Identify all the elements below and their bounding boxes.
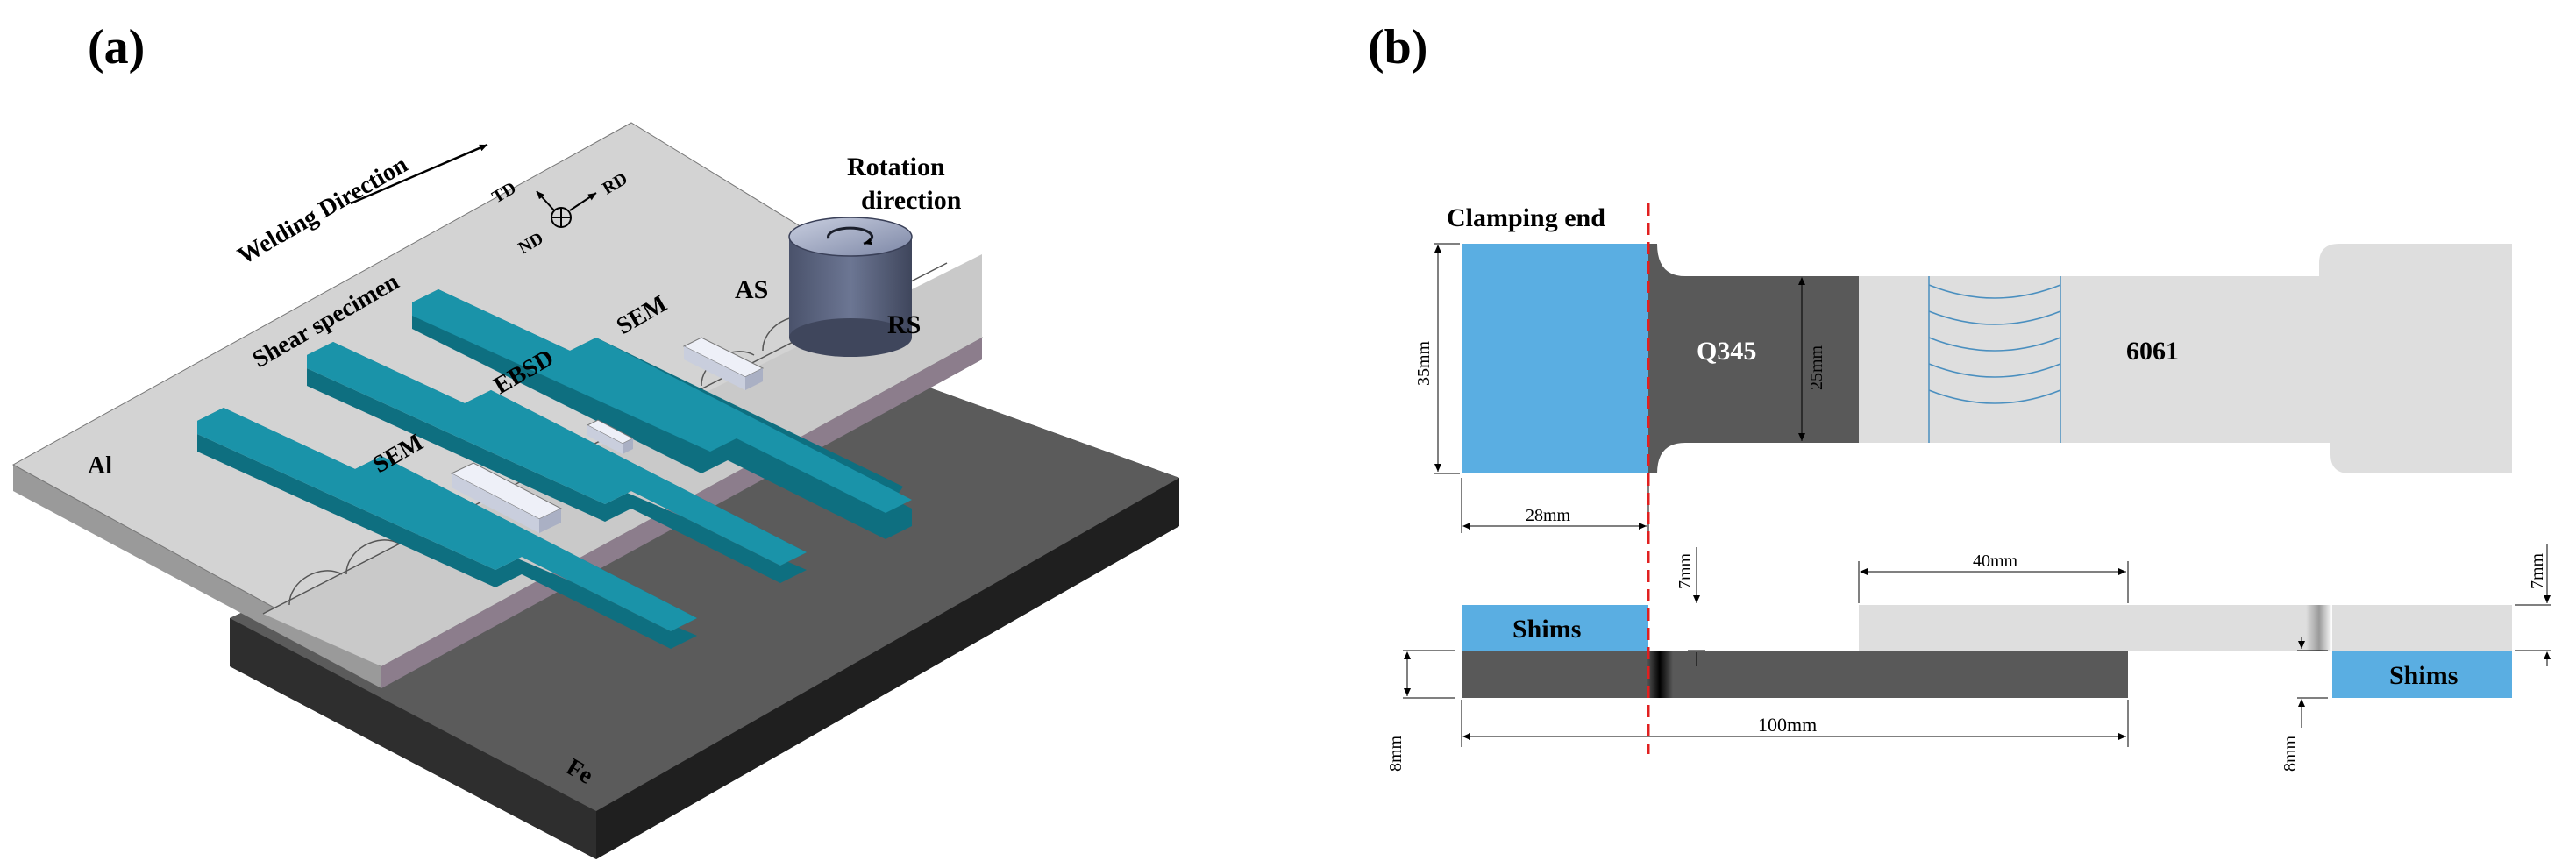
dim-35-label: 35mm	[1414, 340, 1434, 386]
ebsd-block	[586, 419, 635, 454]
welding-direction-label: Welding Direction	[233, 151, 413, 270]
clamping-end-label: Clamping end	[1447, 203, 1605, 232]
panel-b: (b) Clamping end Q345 6061	[1368, 20, 2551, 772]
steel-sheet	[1648, 244, 1859, 473]
welding-direction-arrow-icon	[350, 143, 488, 205]
shims-left-label: Shims	[1512, 615, 1581, 644]
aluminum-sheet	[1859, 244, 2512, 473]
side-view: Shims Shims 7mm 7mm 40mm 100mm	[1386, 544, 2551, 772]
fe-plate	[230, 346, 1179, 859]
sem-block-top	[682, 337, 765, 390]
shim-left	[1462, 605, 1648, 651]
as-label: AS	[735, 275, 768, 304]
q345-label: Q345	[1697, 337, 1756, 366]
shim-right	[2332, 651, 2512, 698]
al-label: Al	[88, 452, 112, 480]
dim-40-label: 40mm	[1973, 551, 2018, 571]
dim-28-label: 28mm	[1526, 506, 1571, 525]
clamping-end-block	[1462, 244, 1648, 473]
alloy-6061-label: 6061	[2126, 337, 2179, 366]
rotation-direction-line-2: direction	[861, 186, 962, 215]
top-view: Clamping end Q345 6061 35mm 25mm 28mm	[1414, 203, 2512, 533]
dim-25-label: 25mm	[1807, 345, 1826, 390]
dim-7-left-label: 7mm	[1676, 552, 1695, 589]
shear-specimen-2	[307, 342, 807, 583]
dim-8-right-label: 8mm	[2281, 735, 2300, 772]
aluminum-side	[1859, 605, 2306, 651]
shims-right-label: Shims	[2389, 661, 2458, 690]
rotation-arrow-icon	[827, 226, 873, 245]
rotation-direction-line-1: Rotation	[847, 153, 945, 181]
weld-arcs-top	[1928, 276, 2061, 443]
shear-specimen-1	[197, 408, 697, 649]
panel-b-label: (b)	[1368, 20, 1427, 75]
rotation-tool	[788, 217, 913, 357]
shear-specimen-3	[412, 289, 912, 539]
rs-label: RS	[887, 310, 921, 339]
steel-side	[1462, 651, 2128, 698]
dim-100-label: 100mm	[1758, 714, 1817, 736]
panel-a: (a)	[11, 20, 1179, 859]
dim-7-right-label: 7mm	[2528, 552, 2547, 589]
sem-block-bottom	[450, 462, 563, 533]
dim-8-left-label: 8mm	[1386, 735, 1405, 772]
panel-a-label: (a)	[88, 20, 145, 75]
